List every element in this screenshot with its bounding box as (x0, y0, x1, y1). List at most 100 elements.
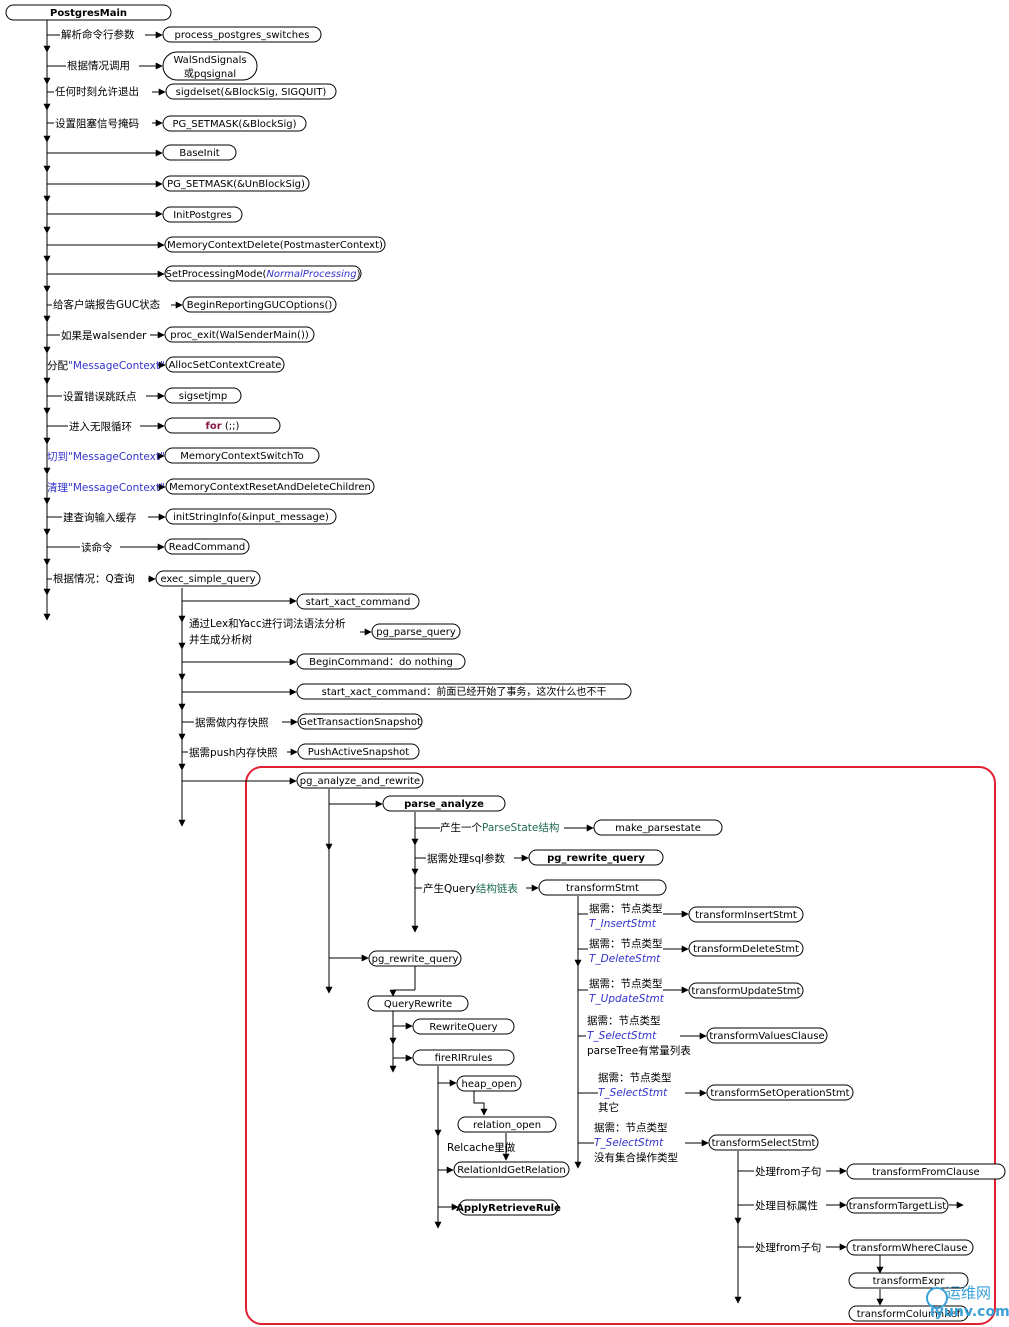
node-walsnd-signals: WalSndSignals 或pqsignal (162, 51, 258, 81)
node-transform-from: transformFromClause (846, 1163, 1006, 1180)
node-text: AllocSetContextCreate (169, 360, 282, 371)
node-text: transformSetOperationStmt (710, 1088, 849, 1099)
highlight-region (245, 766, 996, 1325)
node-text: transformSelectStmt (712, 1138, 816, 1149)
label-node-type-select: T_SelectStmt (594, 1137, 664, 1149)
node-transform-target: transformTargetList (846, 1197, 949, 1214)
node-text: GetTransactionSnapshot (299, 717, 421, 728)
node-text: 或pqsignal (184, 68, 236, 80)
label-node-type-update: T_UpdateStmt (589, 993, 665, 1005)
node-text: InitPostgres (173, 210, 232, 221)
label-clear-msgctx: 清理"MessageContext" (47, 481, 165, 494)
node-pg-rewrite-query-bold: pg_rewrite_query (528, 849, 664, 866)
label-by-case-q: 根据情况：Q查询 (53, 572, 135, 585)
label-node-type-setop: 据需：节点类型 (598, 1071, 672, 1084)
label-node-type-insert: T_InsertStmt (589, 918, 657, 930)
analyze-branch-edges (325, 789, 594, 994)
node-text: transformExpr (873, 1276, 946, 1287)
node-transform-values: transformValuesClause (706, 1027, 828, 1044)
node-text: initStringInfo(&input_message) (173, 512, 329, 523)
node-text: QueryRewrite (384, 999, 452, 1010)
label-report-guc: 给客户端报告GUC状态 (53, 298, 161, 311)
node-alloc-set: AllocSetContextCreate (165, 356, 285, 373)
node-text: transformUpdateStmt (691, 986, 800, 997)
label-build-buffer: 建查询输入缓存 (63, 511, 137, 524)
node-text: PG_SETMASK(&UnBlockSig) (167, 179, 305, 190)
label-node-type-delete: 据需：节点类型 (589, 937, 663, 950)
node-text: ReadCommand (169, 542, 246, 553)
node-text: transformColumnRef (857, 1309, 961, 1320)
label-sql-params: 据需处理sql参数 (427, 852, 506, 865)
node-memctx-delete: MemoryContextDelete(PostmasterContext) (164, 236, 386, 253)
node-push-snapshot: PushActiveSnapshot (297, 743, 420, 760)
label-target-attrs: 处理目标属性 (755, 1199, 818, 1212)
node-text: BeginReportingGUCOptions() (187, 300, 333, 311)
node-text: fireRIRrules (435, 1053, 493, 1064)
node-text: transformFromClause (872, 1167, 979, 1178)
labels: 解析命令行参数根据情况调用任何时刻允许退出设置阻塞信号掩码给客户端报告GUC状态… (47, 28, 821, 1254)
main-spine-edges (43, 12, 183, 621)
node-text: start_xact_command：前面已经开始了事务，这次什么也不干 (322, 685, 607, 698)
node-text: sigsetjmp (179, 391, 228, 402)
label-from-clause-2: 处理from子句 (755, 1241, 821, 1254)
label-lex-yacc: 通过Lex和Yacc进行词法语法分析 (189, 617, 346, 630)
node-text: RelationIdGetRelation (457, 1165, 566, 1176)
node-text: BeginCommand：do nothing (309, 657, 453, 668)
node-make-parsestate: make_parsestate (593, 819, 723, 836)
label-node-type-values: 据需：节点类型 (587, 1014, 661, 1027)
node-text: proc_exit(WalSenderMain()) (170, 330, 309, 341)
node-postgres-main: PostgresMain (5, 4, 172, 21)
watermark-logo-icon (926, 1287, 948, 1309)
node-text: MemoryContextResetAndDeleteChildren (169, 482, 371, 493)
node-fire-rirrules: fireRIRrules (412, 1049, 515, 1066)
watermark: 运维网 iyunv.com (926, 1284, 1009, 1320)
node-text: for (;;) (206, 421, 240, 432)
label-node-type-delete: T_DeleteStmt (589, 953, 661, 965)
node-pg-setmask-unblock: PG_SETMASK(&UnBlockSig) (162, 175, 310, 192)
node-transform-setop: transformSetOperationStmt (706, 1084, 854, 1101)
node-text: pg_rewrite_query (372, 954, 459, 965)
node-pg-parse-query: pg_parse_query (371, 623, 461, 640)
node-text: make_parsestate (615, 823, 701, 834)
node-text: relation_open (473, 1120, 541, 1131)
node-text: PostgresMain (50, 8, 127, 19)
node-for-loop: for (;;) (164, 417, 281, 434)
label-set-block-mask: 设置阻塞信号掩码 (55, 117, 139, 130)
node-text: transformStmt (566, 883, 639, 894)
node-initpostgres: InitPostgres (162, 206, 243, 223)
label-node-type-values: parseTree有常量列表 (587, 1044, 691, 1057)
node-init-string-info: initStringInfo(&input_message) (165, 508, 337, 525)
node-text: MemoryContextDelete(PostmasterContext) (167, 240, 383, 251)
node-memctx-reset: MemoryContextResetAndDeleteChildren (165, 478, 375, 495)
node-transform-columnref: transformColumnRef (848, 1305, 969, 1322)
node-text: parse_analyze (404, 799, 484, 810)
node-text: PushActiveSnapshot (308, 747, 410, 758)
node-relation-id-get: RelationIdGetRelation (453, 1161, 570, 1178)
node-text: process_postgres_switches (175, 30, 310, 41)
node-get-snapshot: GetTransactionSnapshot (297, 713, 423, 730)
node-text: pg_analyze_and_rewrite (300, 776, 420, 787)
node-text: heap_open (462, 1079, 517, 1090)
label-node-type-values: T_SelectStmt (587, 1030, 657, 1042)
node-rewrite-query: RewriteQuery (412, 1018, 515, 1035)
label-alloc-msgctx: 分配"MessageContext" (47, 360, 165, 372)
node-parse-analyze: parse_analyze (382, 795, 506, 812)
node-transform-update: transformUpdateStmt (688, 982, 804, 999)
node-proc-exit: proc_exit(WalSenderMain()) (164, 326, 315, 343)
node-text: ApplyRetrieveRule (456, 1203, 561, 1214)
label-relcache: Relcache里做 (447, 1141, 516, 1154)
node-heap-open: heap_open (456, 1075, 522, 1092)
transform-select-edges (734, 1151, 964, 1306)
node-sigdelset: sigdelset(&BlockSig, SIGQUIT) (165, 83, 337, 100)
node-baseinit: BaseInit (162, 144, 237, 161)
watermark-line1: 运维网 (946, 1284, 991, 1302)
label-allow-exit: 任何时刻允许退出 (55, 85, 139, 98)
node-text: WalSndSignals (173, 55, 246, 66)
label-set-jump: 设置错误跳跃点 (63, 390, 137, 403)
label-need-push: 据需push内存快照 (189, 746, 278, 759)
node-text: exec_simple_query (160, 574, 255, 585)
watermark-line2: iyunv.com (930, 1304, 1009, 1320)
label-call-by-case: 根据情况调用 (67, 59, 130, 72)
node-pg-rewrite-query: pg_rewrite_query (368, 950, 462, 967)
